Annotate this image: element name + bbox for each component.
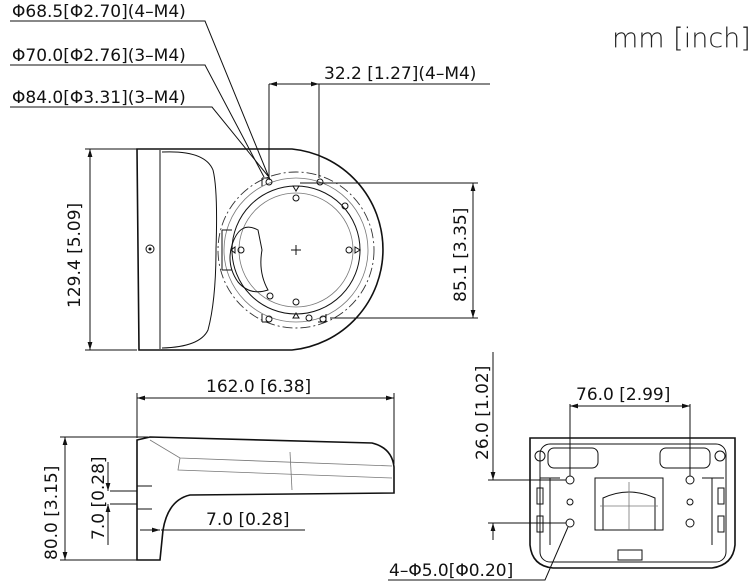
side-view-body-outline: [136, 436, 395, 561]
callout-d68: Φ68.5[Φ2.70](4–M4): [12, 2, 186, 22]
back-view: 76.0 [2.99] 26.0 [1.02] 4–Φ5.0[Φ0.20]: [388, 352, 736, 581]
callout-d84: Φ84.0[Φ3.31](3–M4): [12, 88, 186, 108]
top-view-screw-hole: [145, 244, 155, 254]
mount-hole: [292, 194, 300, 202]
mount-holes: [237, 178, 353, 323]
dim-height-26: 26.0 [1.02]: [473, 366, 493, 460]
mount-hole: [305, 314, 313, 322]
dim-thickness-h: 7.0 [0.28]: [206, 510, 290, 530]
dim-length-162: 162.0 [6.38]: [206, 377, 311, 397]
back-view-hole: [686, 498, 694, 506]
back-view-hole: [566, 498, 574, 506]
callout-d70: Φ70.0[Φ2.76](3–M4): [12, 46, 186, 66]
leader-d70: [10, 64, 265, 178]
mount-hole: [292, 298, 300, 306]
dim-width-76: 76.0 [2.99]: [576, 385, 670, 405]
mount-hole: [237, 246, 245, 254]
dim-height-129: 129.4 [5.09]: [65, 203, 85, 308]
units-label: mm [inch]: [612, 23, 751, 54]
pcd-84-circle: [217, 171, 375, 329]
top-view-curve: [161, 151, 218, 349]
mount-hole: [345, 246, 353, 254]
mount-hole: [266, 292, 274, 300]
back-view-hole: [685, 518, 695, 528]
back-view-plate: [529, 437, 736, 569]
leader-d68: [10, 20, 271, 181]
dim-spacing-32: 32.2 [1.27](4–M4): [324, 64, 476, 84]
dim-height-80: 80.0 [3.15]: [42, 466, 62, 560]
mount-hole: [265, 178, 273, 186]
keyhole-notch: [221, 229, 232, 271]
keyhole-slot: [229, 226, 269, 293]
side-view: 162.0 [6.38] 80.0 [3.15] 7.0 [0.28] 7.0 …: [42, 377, 395, 561]
dim-circle-85: 85.1 [3.35]: [451, 208, 471, 302]
leader-holes: [388, 526, 569, 581]
dim-thickness-v: 7.0 [0.28]: [89, 456, 109, 540]
mount-ring-inner: [238, 192, 354, 308]
mount-hole: [316, 178, 324, 186]
side-view-pin: [110, 490, 138, 505]
mount-ring-mid: [223, 177, 369, 323]
mount-hole: [341, 202, 349, 210]
top-view: Φ68.5[Φ2.70](4–M4) Φ70.0[Φ2.76](3–M4) Φ8…: [10, 2, 490, 351]
leader-d84: [10, 106, 269, 177]
callout-holes: 4–Φ5.0[Φ0.20]: [389, 561, 513, 581]
